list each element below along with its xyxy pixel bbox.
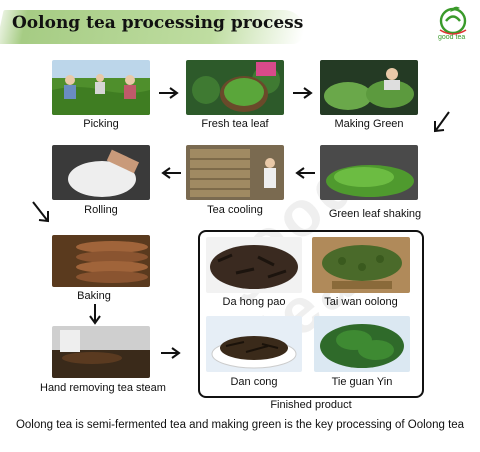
caption-rolling: Rolling: [84, 204, 118, 216]
tai-wan-oolong-photo: [312, 237, 410, 293]
caption-picking: Picking: [83, 118, 119, 130]
picking-photo: [52, 60, 150, 115]
caption-making-green: Making Green: [334, 118, 404, 130]
good-tea-logo-icon: [439, 6, 467, 35]
logo-text: good tea: [438, 34, 466, 41]
fresh-leaf-photo: [186, 60, 284, 115]
shaking-photo: [320, 145, 418, 200]
finished-products-frame: [198, 230, 424, 398]
tea-cooling-photo: [186, 145, 284, 200]
dan-cong-photo: [206, 316, 302, 372]
tea-steam-photo: [52, 326, 150, 378]
arrow-right-icon: [159, 87, 179, 99]
arrow-down-left-icon: [434, 111, 450, 133]
caption-baking: Baking: [77, 290, 111, 302]
arrow-down-icon: [89, 304, 101, 325]
making-green-photo: [320, 60, 418, 115]
footer-note: Oolong tea is semi-fermented tea and mak…: [15, 419, 465, 431]
caption-fresh-leaf: Fresh tea leaf: [201, 118, 269, 130]
tie-guan-yin-photo: [314, 316, 410, 372]
page-title: Oolong tea processing process: [12, 13, 304, 33]
arrow-down-right-icon: [32, 201, 49, 223]
rolling-photo: [52, 145, 150, 200]
caption-da-hong-pao: Da hong pao: [222, 296, 286, 308]
caption-tea-steam: Hand removing tea steam: [40, 382, 166, 394]
caption-tie-guan-yin: Tie guan Yin: [331, 376, 393, 388]
caption-dan-cong: Dan cong: [230, 376, 278, 388]
caption-tea-cooling: Tea cooling: [207, 204, 263, 216]
arrow-right-icon: [161, 347, 181, 359]
arrow-left-icon: [161, 167, 181, 179]
caption-tai-wan-oolong: Tai wan oolong: [324, 296, 398, 308]
da-hong-pao-photo: [206, 237, 302, 293]
arrow-right-icon: [293, 87, 313, 99]
baking-photo: [52, 235, 150, 287]
caption-shaking: Green leaf shaking: [328, 208, 422, 220]
caption-finished-product: Finished product: [270, 399, 352, 411]
arrow-left-icon: [295, 167, 315, 179]
